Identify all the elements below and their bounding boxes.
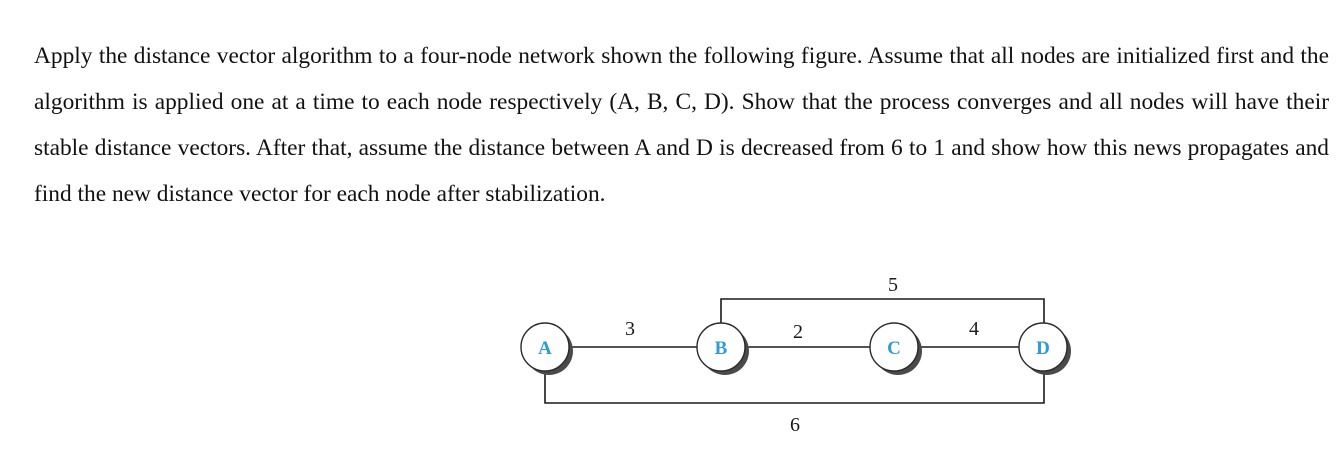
- question-text: Apply the distance vector algorithm to a…: [34, 43, 1329, 207]
- edge-b-d-weight: 5: [888, 274, 898, 296]
- node-c-label: C: [887, 338, 901, 359]
- node-c: C: [869, 322, 922, 375]
- edge-a-b-weight: 3: [625, 318, 635, 340]
- node-b-label: B: [715, 338, 728, 359]
- edge-a-d-weight: 6: [790, 414, 800, 436]
- node-a-label: A: [538, 338, 552, 359]
- edge-b-d-line: [720, 298, 1045, 323]
- node-a: A: [520, 322, 573, 375]
- node-d-label: D: [1036, 338, 1050, 359]
- node-b: B: [696, 322, 749, 375]
- edge-a-d-line: [544, 371, 1045, 404]
- node-d: D: [1018, 322, 1071, 375]
- edge-c-d-weight: 4: [969, 318, 979, 340]
- edge-b-c-weight: 2: [793, 321, 803, 343]
